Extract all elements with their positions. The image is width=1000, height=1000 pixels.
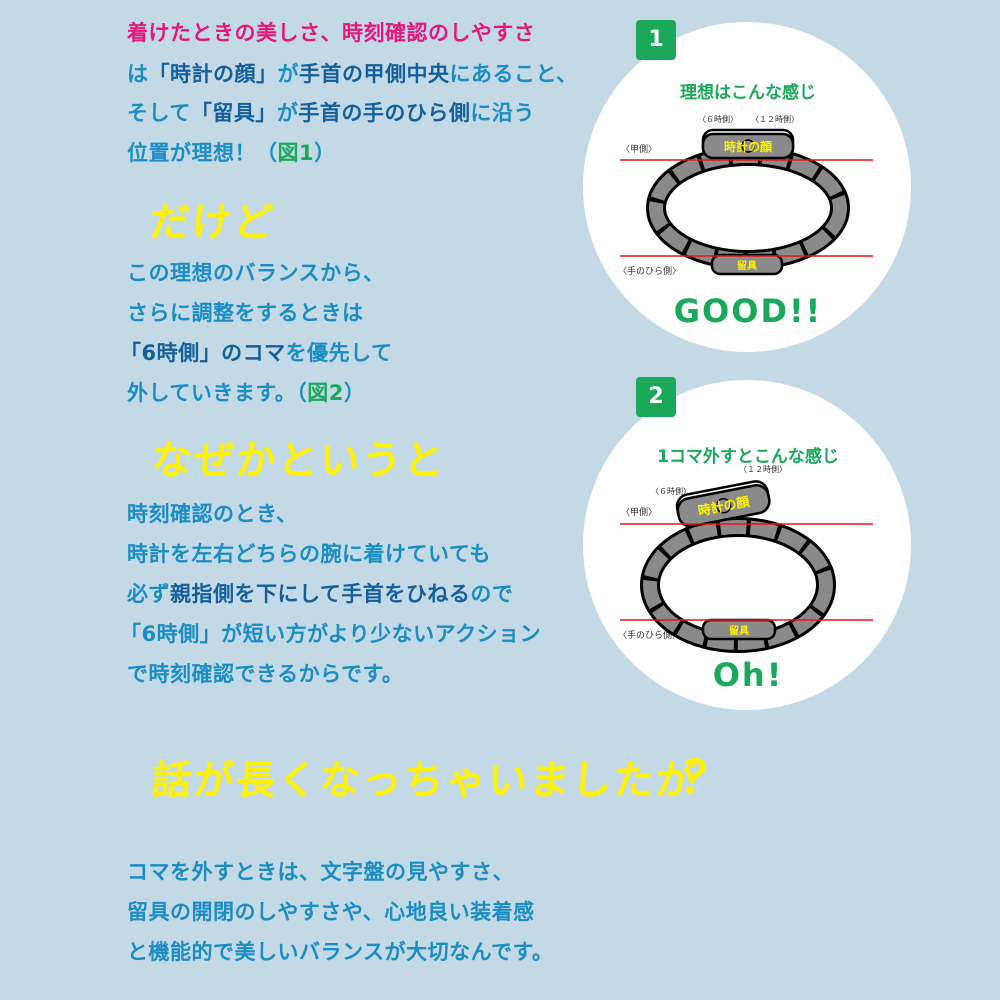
intro-line-4: 位置が理想！（図1） [127,133,336,173]
figure-2-badge: 2 [636,377,676,417]
label-back-side: 〈甲側〉 [621,506,657,518]
text: ） [343,381,366,405]
crown-icon [715,498,732,514]
para3-line-3: 必ず親指側を下にして手首をひねるので [127,574,513,614]
clasp [710,253,784,276]
para4-line-1: コマを外すときは、文字盤の見やすさ、 [127,860,514,884]
text: に沿う [470,101,535,125]
text: は [127,62,149,86]
tilted-watch-head: 時計の顔 [675,480,771,528]
verdict-good: GOOD!! [674,292,822,330]
figure-title: 1コマ外すとこんな感じ [657,446,839,467]
label-back-side: 〈甲側〉 [621,143,657,155]
label-6-side: 〈６時側〉 [698,114,738,124]
para4-line-3: と機能的で美しいバランスが大切なんです。 [127,940,554,964]
figure-ref: 図1 [277,141,315,165]
text: 手首の甲側中央 [299,62,450,86]
para4-line-2: 留具の開閉のしやすさや、心地良い装着感 [127,900,535,924]
text: を優先して [285,341,393,365]
intro-line-1: 着けたときの美しさ、時刻確認のしやすさ [127,13,535,53]
para3-line-2: 時計を左右どちらの腕に着けていても [127,542,491,566]
figure-ref: 図2 [307,381,344,405]
text: 着けたときの美しさ、 [127,21,342,45]
text: にあること、 [449,62,578,86]
bracelet-links [643,520,833,650]
para3-line-1: 時刻確認のとき、 [127,502,298,526]
text: 「6時側」のコマ [120,341,286,365]
figure-title: 理想はこんな感じ [680,82,816,103]
figure-2: 1コマ外すとこんな感じ 〈６時側〉 〈１２時側〉 〈甲側〉 〈手のひら側〉 時計… [583,380,911,710]
para2-line-4: 外していきます。（図2） [127,373,365,413]
intro-line-2: は「時計の顔」が手首の甲側中央にあること、 [127,54,578,94]
label-12-side: 〈１２時側〉 [739,464,787,474]
crown-icon [741,139,755,153]
intro-line-3: そして「留具」が手首の手のひら側に沿う [127,93,535,133]
text: ） [314,141,336,165]
clasp-label: 留具 [729,624,749,637]
text: 「留具」 [190,101,277,125]
figure-1: 理想はこんな感じ 〈６時側〉 〈１２時側〉 〈甲側〉 〈手のひら側〉 時計の顔 … [583,22,911,352]
text: 位置が理想！（ [127,141,278,165]
watch-face [676,484,771,528]
watch-face [701,132,795,160]
text: 外していきます。（ [127,381,308,405]
text: 手首の手のひら側 [298,101,471,125]
para2-line-3: 「6時側」のコマを優先して [120,333,393,373]
heading-nazekatoiuto: なぜかというと [150,438,448,484]
verdict-oh: Oh! [713,656,784,694]
bracelet-links [649,149,847,267]
para2-line-2: さらに調整をするときは [127,301,364,325]
text: 時刻確認のしやすさ [342,21,536,45]
text: 必ず [127,582,170,606]
label-12-side: 〈１２時側〉 [751,114,799,124]
text: そして [127,101,191,125]
clasp-label: 留具 [737,259,757,272]
text: が [276,101,299,125]
watch-diagram-ideal: 理想はこんな感じ 〈６時側〉 〈１２時側〉 〈甲側〉 〈手のひら側〉 時計の顔 … [618,82,873,330]
para2-line-1: この理想のバランスから、 [127,261,385,285]
heading-dakedo: だけど [148,200,278,246]
para3-line-5: で時刻確認できるからです。 [127,662,404,686]
label-palm-side: 〈手のひら側〉 [618,629,681,641]
text: 親指側を下にして手首をひねる [170,582,471,606]
text: ので [470,582,514,606]
heading-hanashi: 話が長くなっちゃいましたが [150,758,700,804]
para3-line-4: 「6時側」が短い方がより少ないアクション [120,622,542,646]
figure-1-badge: 1 [636,20,676,60]
face-label: 時計の顔 [724,139,773,154]
watch-diagram-adjusted: 1コマ外すとこんな感じ 〈６時側〉 〈１２時側〉 〈甲側〉 〈手のひら側〉 時計… [618,446,873,694]
label-palm-side: 〈手のひら側〉 [618,265,681,277]
text: 「時計の顔」 [148,62,278,86]
text: が [277,62,299,86]
label-6-side: 〈６時側〉 [651,486,691,496]
